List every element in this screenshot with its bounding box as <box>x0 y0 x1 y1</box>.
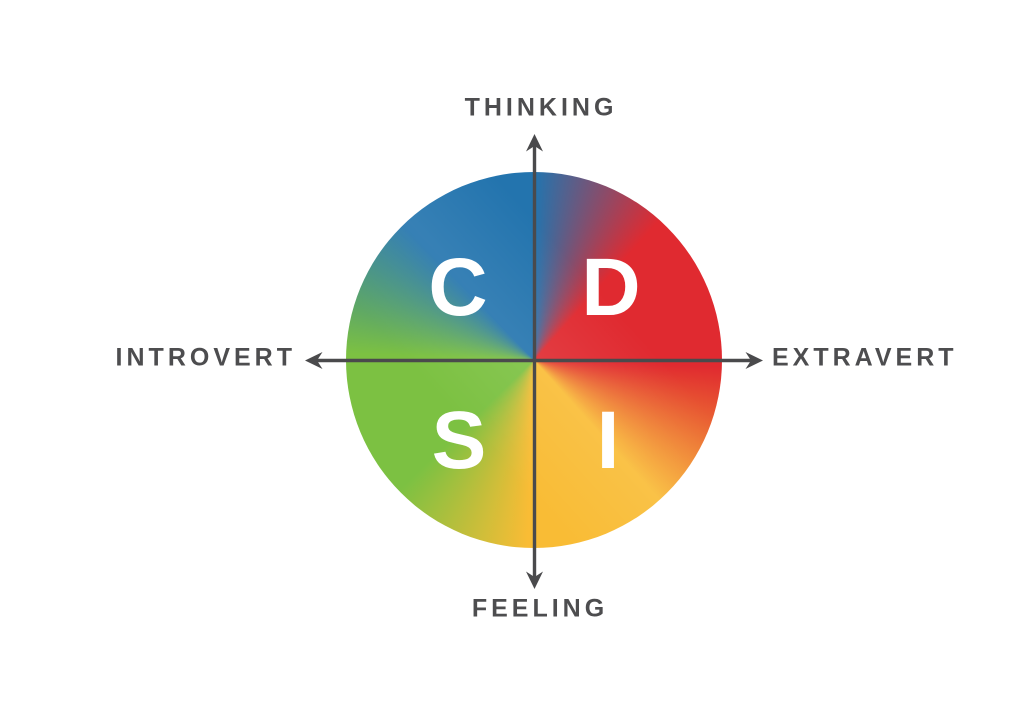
quadrant-letter-i: I <box>596 395 620 486</box>
quadrant-letter-d: D <box>581 242 641 333</box>
quadrant-letter-s: S <box>431 395 487 486</box>
left-arrow-icon <box>305 352 323 369</box>
axis-label-extravert: EXTRAVERT <box>772 343 958 372</box>
right-arrow-icon <box>745 352 763 369</box>
axis-label-thinking: THINKING <box>464 93 618 122</box>
axis-label-introvert: INTROVERT <box>115 343 296 372</box>
quadrant-letter-c: C <box>428 242 488 333</box>
down-arrow-icon <box>526 571 543 589</box>
axis-label-feeling: FEELING <box>471 594 609 623</box>
up-arrow-icon <box>526 134 543 152</box>
